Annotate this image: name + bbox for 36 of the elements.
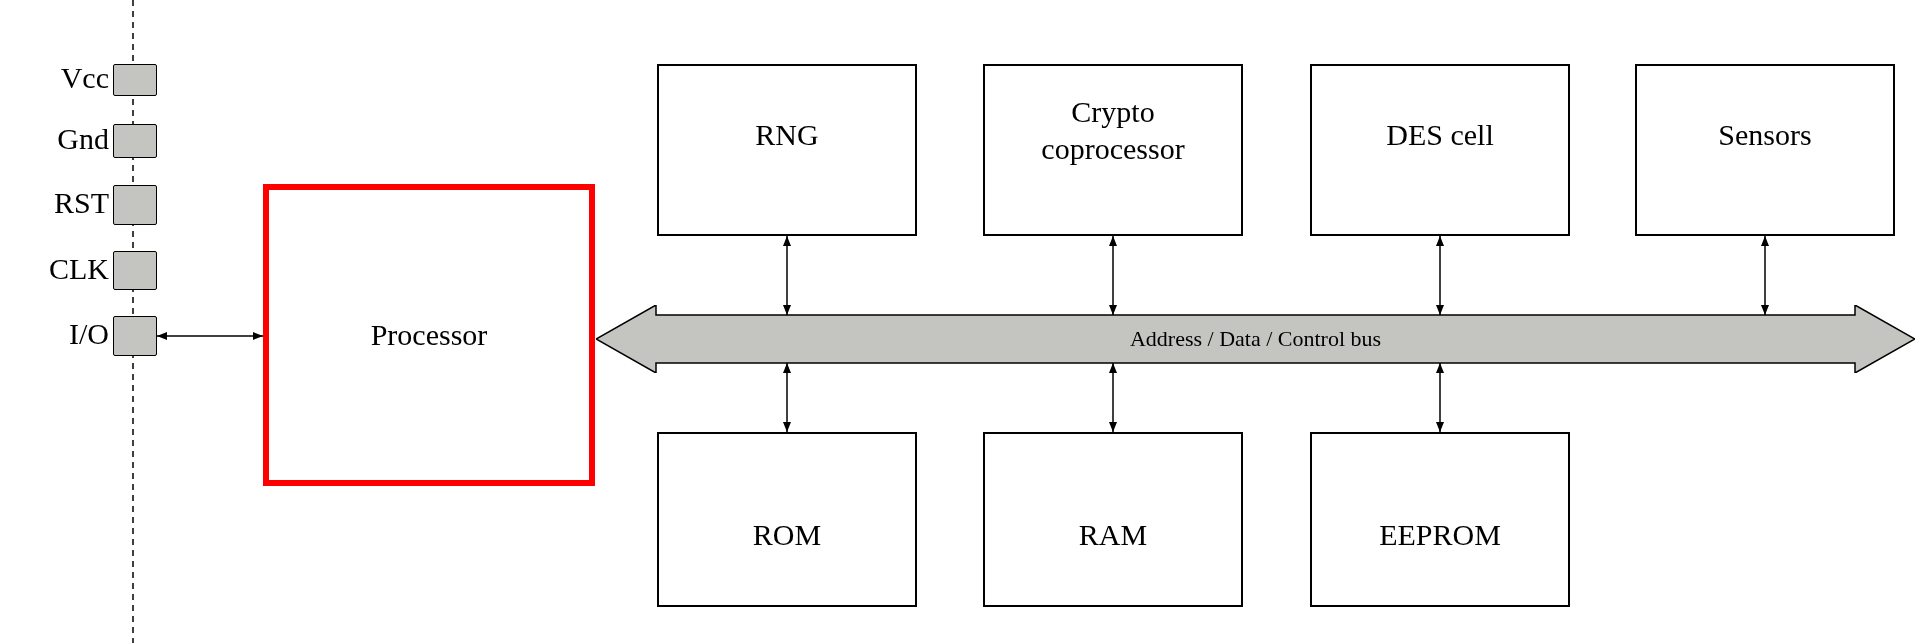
double-arrow <box>1109 362 1117 433</box>
component-label: Sensors <box>1718 117 1812 154</box>
double-arrow <box>1436 362 1444 433</box>
double-arrow <box>783 362 791 433</box>
pin-label: Gnd <box>57 122 109 156</box>
component-box <box>657 64 917 236</box>
component-box <box>1310 64 1570 236</box>
component-label: RNG <box>755 117 819 154</box>
component-box <box>657 432 917 607</box>
component-box <box>983 432 1243 607</box>
contact-pad <box>113 64 157 96</box>
processor-box <box>263 184 595 486</box>
component-label: Processor <box>370 317 488 354</box>
double-arrow <box>1761 235 1769 316</box>
pin-label: CLK <box>49 251 109 286</box>
component-label: EEPROM <box>1379 516 1501 553</box>
component-box <box>1635 64 1895 236</box>
contact-pad <box>113 316 157 356</box>
double-arrow <box>1109 235 1117 316</box>
pin-label: I/O <box>69 317 109 351</box>
component-label: RAM <box>1078 516 1148 553</box>
component-label: Crypto coprocessor <box>1040 93 1186 167</box>
double-arrow <box>1436 235 1444 316</box>
pin-label: RST <box>53 186 109 220</box>
double-arrow <box>156 332 264 340</box>
component-label: ROM <box>752 516 822 553</box>
contact-pad <box>113 251 157 290</box>
pin-label: Vcc <box>60 61 109 95</box>
contact-pad <box>113 185 157 225</box>
double-arrow <box>783 235 791 316</box>
contact-pad <box>113 124 157 158</box>
component-box <box>1310 432 1570 607</box>
bus-label: Address / Data / Control bus <box>1129 325 1382 353</box>
bus-arrow <box>596 305 1915 373</box>
component-box <box>983 64 1243 236</box>
component-label: DES cell <box>1386 117 1494 154</box>
